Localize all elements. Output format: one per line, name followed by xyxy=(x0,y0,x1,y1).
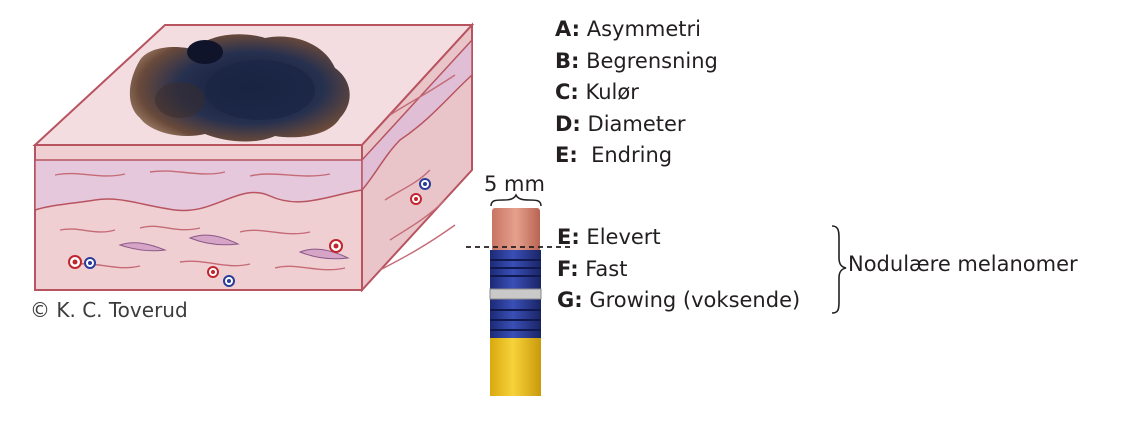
spindle-cells xyxy=(118,234,350,260)
criterion-text: Fast xyxy=(578,256,628,281)
criterion-letter: G: xyxy=(557,288,583,312)
scale-label: 5 mm xyxy=(484,172,545,196)
criterion-text: Begrensning xyxy=(579,48,718,73)
criterion-text: Diameter xyxy=(580,111,686,136)
criterion-e: E: Endring xyxy=(555,140,718,172)
criterion-text: Growing (voksende) xyxy=(582,288,801,312)
epidermis-layer xyxy=(34,159,363,212)
criterion-letter: D: xyxy=(555,111,581,136)
criterion-text: Kulør xyxy=(578,80,639,104)
copyright: © K. C. Toverud xyxy=(30,298,188,322)
skin-block xyxy=(32,22,475,293)
criterion-g: G: Growing (voksende) xyxy=(557,285,800,317)
scale-brace xyxy=(490,193,542,207)
abcde-criteria-list: A: Asymmetri B: Begrensning C: Kulør D: … xyxy=(555,14,718,172)
criterion-a: A: Asymmetri xyxy=(555,14,718,46)
nodular-criteria-list: E: Elevert F: Fast G: Growing (voksende) xyxy=(557,222,800,317)
criterion-letter: A: xyxy=(555,17,581,41)
melanoma-lesion xyxy=(129,34,350,142)
pencil xyxy=(489,208,542,396)
pencil-eraser xyxy=(492,208,540,252)
criterion-letter: B: xyxy=(555,48,580,73)
criterion-c: C: Kulør xyxy=(555,77,718,109)
dermis-fibers xyxy=(54,74,456,271)
criterion-letter: E: xyxy=(555,143,578,167)
criterion-letter: F: xyxy=(557,256,579,281)
nodular-brace xyxy=(831,225,847,314)
criterion-f: F: Fast xyxy=(557,254,800,286)
criterion-d: D: Diameter xyxy=(555,109,718,141)
blood-vessels xyxy=(68,178,431,287)
criterion-text: Endring xyxy=(577,143,673,167)
criterion-text: Elevert xyxy=(579,225,661,249)
criterion-text: Asymmetri xyxy=(580,17,701,41)
criterion-b: B: Begrensning xyxy=(555,46,718,78)
criterion-e-elevert: E: Elevert xyxy=(557,222,800,254)
criterion-letter: E: xyxy=(557,225,580,249)
pencil-band xyxy=(489,288,542,300)
nodular-label: Nodulære melanomer xyxy=(848,252,1078,276)
epidermis-layer-side xyxy=(361,38,473,193)
criterion-letter: C: xyxy=(555,80,579,104)
